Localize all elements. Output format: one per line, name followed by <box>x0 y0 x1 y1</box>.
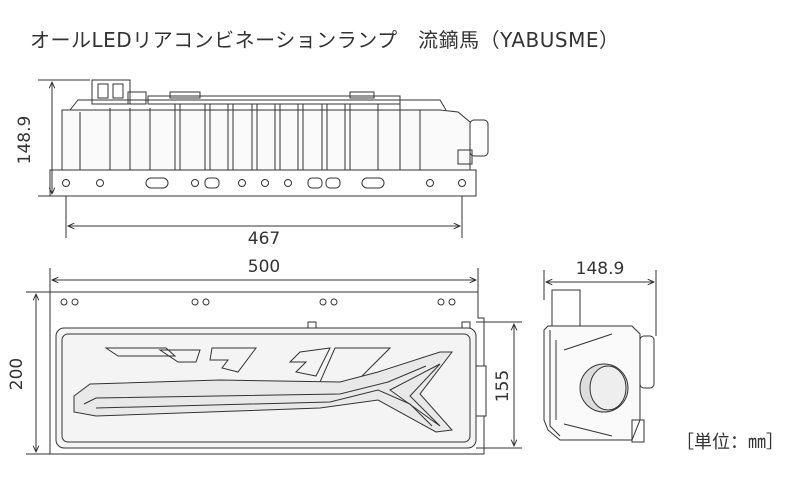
dim-top-height <box>38 79 90 197</box>
dim-lens-height <box>476 321 522 449</box>
page-title: オールLEDリアコンビネーションランプ 流鏑馬（YABUSME） <box>30 28 620 52</box>
side-view <box>543 289 655 443</box>
top-view <box>49 79 489 197</box>
dim-side-width-label: 148.9 <box>576 259 625 279</box>
dim-front-height <box>26 291 50 455</box>
dim-front-height-label: 200 <box>7 358 27 390</box>
dim-top-width-label: 467 <box>248 229 280 249</box>
unit-label: ［単位：㎜］ <box>676 432 784 453</box>
dim-lens-height-label: 155 <box>493 370 513 402</box>
dim-top-width <box>65 196 463 238</box>
dim-front-width-label: 500 <box>248 257 280 277</box>
dim-top-height-label: 148.9 <box>15 116 35 165</box>
dim-side-width <box>543 270 657 336</box>
front-view <box>49 291 487 455</box>
dim-front-width <box>49 268 479 292</box>
